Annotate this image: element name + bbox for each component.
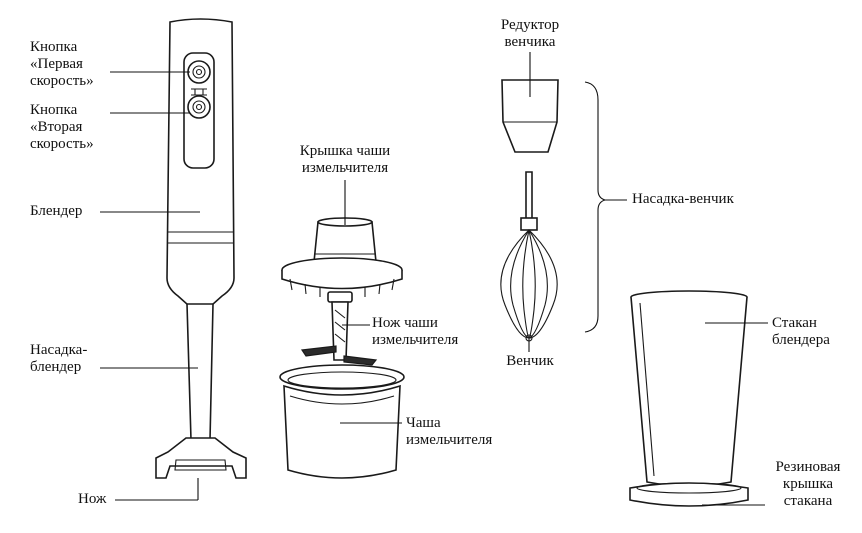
label-beaker-lid: Резиновая крышка стакана <box>775 459 841 509</box>
label-button-speed1: Кнопка «Первая скорость» <box>30 39 94 89</box>
label-whisk-gearbox: Редуктор венчика <box>500 17 560 50</box>
beaker-rubber-lid <box>629 482 749 507</box>
button-separator <box>191 88 207 96</box>
blender-blade-guard <box>155 437 247 479</box>
chopper-lid-cylinder <box>313 221 377 263</box>
label-whisk: Венчик <box>506 353 554 369</box>
speed1-button <box>187 60 211 84</box>
speed2-button <box>187 95 211 119</box>
whisk-attachment-brace <box>584 81 607 333</box>
label-blender-attachment: Насадка- блендер <box>30 342 88 375</box>
beaker-illustration <box>629 290 749 507</box>
label-knife: Нож <box>78 491 107 507</box>
chopper-knife-hub <box>327 291 353 303</box>
blender-illustration <box>155 18 247 479</box>
label-whisk-attachment: Насадка-венчик <box>632 191 734 207</box>
whisk-illustration <box>500 79 559 342</box>
chopper-illustration <box>279 217 405 479</box>
label-beaker: Стакан блендера <box>772 315 830 348</box>
chopper-bowl <box>283 384 401 479</box>
label-chopper-bowl: Чаша измельчителя <box>406 415 493 448</box>
label-chopper-lid: Крышка чаши измельчителя <box>299 143 391 176</box>
label-chopper-knife: Нож чаши измельчителя <box>372 315 459 348</box>
label-blender: Блендер <box>30 203 83 219</box>
chopper-blade-left <box>300 345 337 357</box>
speed2-button-icon <box>192 100 206 114</box>
beaker-body <box>630 296 748 487</box>
blender-shaft <box>186 303 214 441</box>
leader-lines <box>100 52 768 506</box>
label-button-speed2: Кнопка «Вторая скорость» <box>30 102 94 152</box>
chopper-bowl-rim <box>279 364 405 390</box>
whisk-loops <box>500 228 558 342</box>
chopper-blade-right <box>343 355 378 366</box>
speed1-button-icon <box>192 65 206 79</box>
whisk-rod <box>525 171 533 221</box>
